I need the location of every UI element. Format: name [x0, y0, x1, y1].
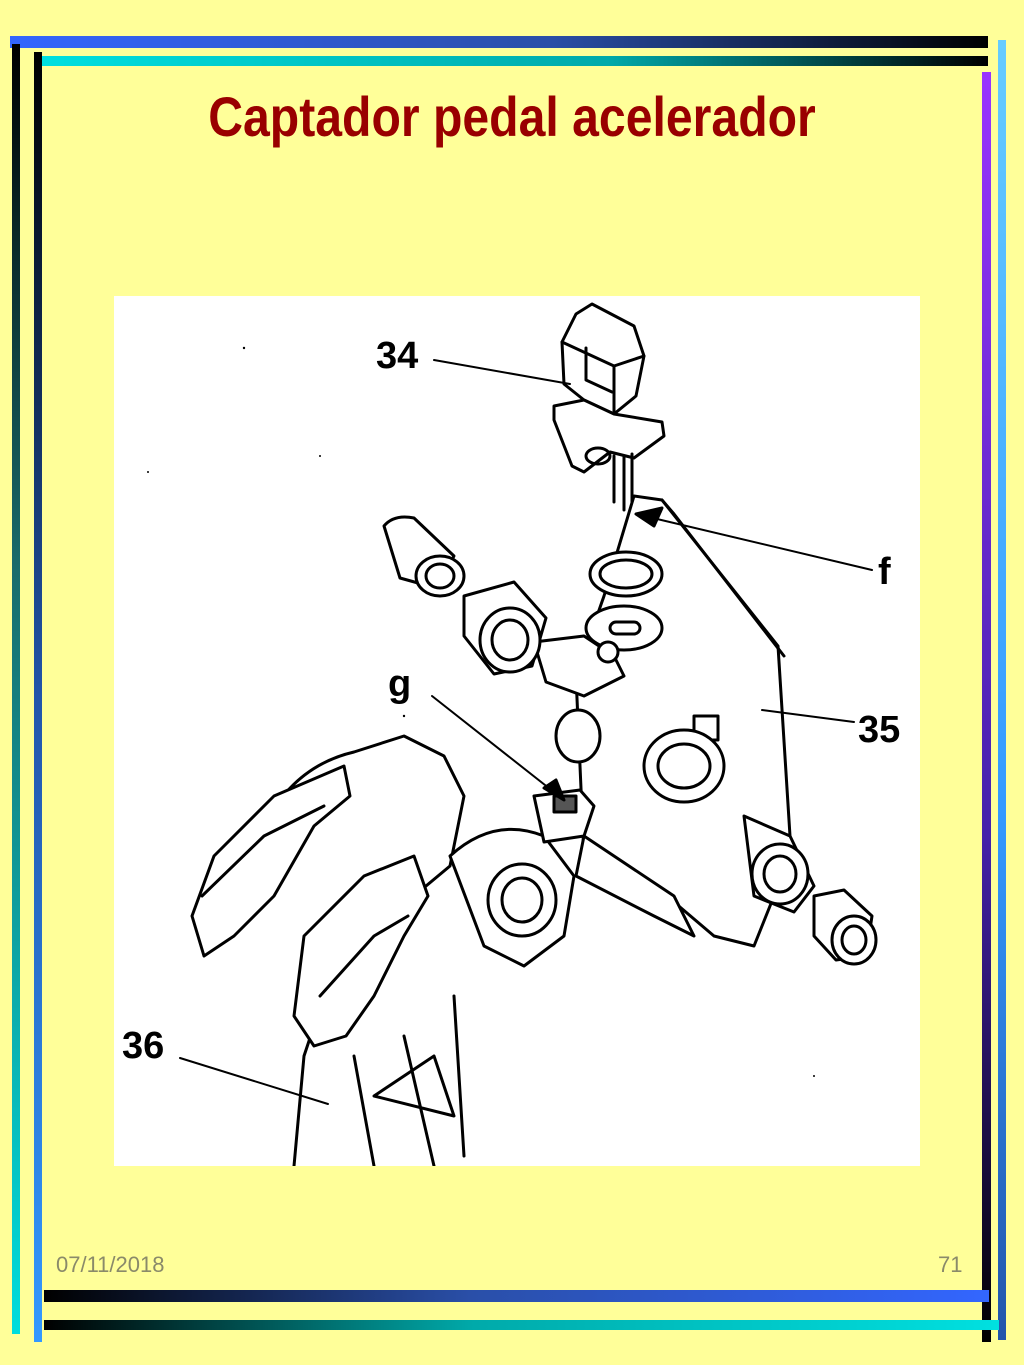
- arrow-g-head: [542, 778, 566, 802]
- frame-left-bar: [12, 44, 20, 1334]
- frame-bottom-bar-inner: [44, 1320, 999, 1330]
- accelerator-pedal-sensor-drawing: [147, 302, 878, 1166]
- slide-page-number: 71: [938, 1252, 963, 1277]
- callout-part-36: 36: [122, 1025, 165, 1067]
- frame-top-bar: [10, 36, 988, 48]
- leader-lines: [179, 359, 873, 1105]
- frame-bottom-bar: [44, 1290, 989, 1302]
- slide-title: Captador pedal acelerador: [208, 85, 816, 148]
- callout-part-g: g: [388, 663, 412, 705]
- frame-right-bar-outer: [998, 40, 1006, 1340]
- frame-right-bar: [982, 72, 991, 1342]
- arrow-f-head: [634, 506, 664, 528]
- frame-top-bar-inner: [36, 56, 988, 66]
- callout-part-35: 35: [858, 709, 901, 751]
- pedal-arm-part-36: [190, 734, 596, 1166]
- frame-left-bar-inner: [34, 52, 42, 1342]
- technical-drawing: 34 f 35 g 36: [114, 296, 920, 1166]
- callout-part-f: f: [878, 551, 891, 593]
- bushings: [382, 515, 878, 966]
- connector-part-34: [552, 302, 666, 520]
- callout-part-34: 34: [376, 335, 419, 377]
- sensor-body-part-35: [532, 494, 792, 948]
- slide-date: 07/11/2018: [56, 1252, 165, 1277]
